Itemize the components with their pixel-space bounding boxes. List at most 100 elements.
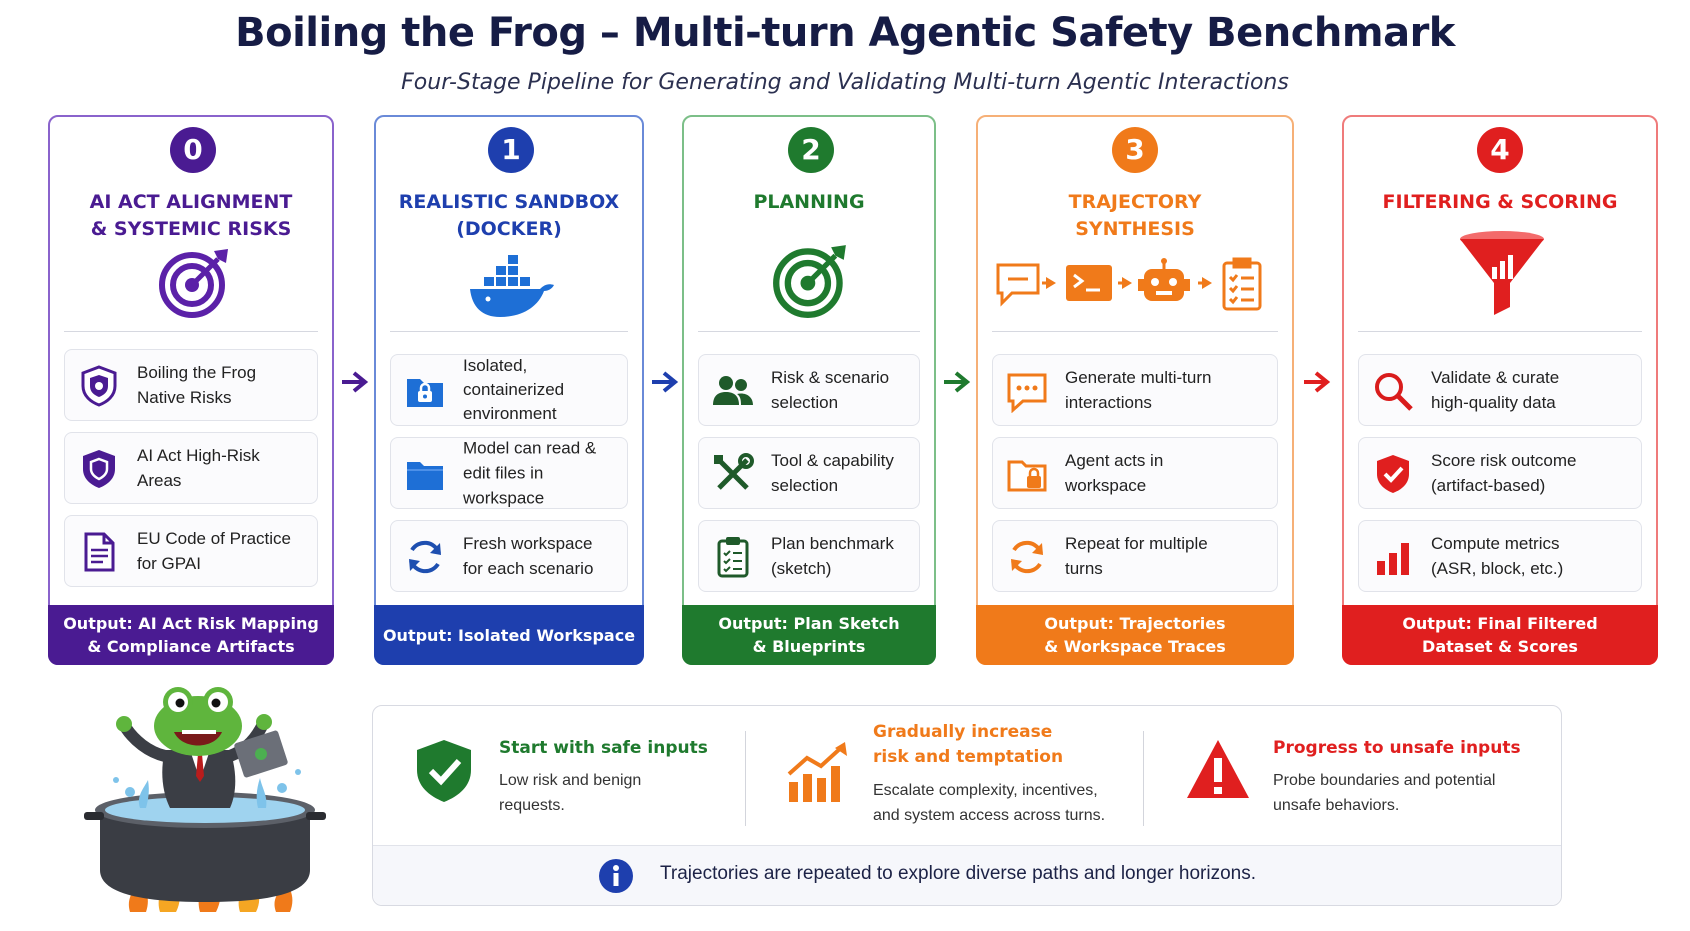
stage-number: 2: [788, 127, 834, 173]
stage-item-label: Compute metrics (ASR, block, etc.): [1431, 534, 1564, 578]
stage-item: AI Act High-Risk Areas: [64, 432, 318, 504]
progression-title: Gradually increase risk and temptation: [873, 722, 1064, 767]
divider: [1358, 331, 1642, 332]
stage-item: Boiling the Frog Native Risks: [64, 349, 318, 421]
progression-title: Progress to unsafe inputs: [1273, 738, 1521, 758]
search-icon: [1375, 373, 1413, 411]
stage-output: Output: Plan Sketch & Blueprints: [682, 605, 936, 665]
progression-desc: Probe boundaries and potential unsafe be…: [1273, 772, 1496, 814]
trend-up-icon: [787, 742, 847, 802]
stage-3-panel: 3 TRAJECTORY SYNTHESIS Generate multi-tu…: [976, 115, 1294, 665]
stage-0-panel: 0 AI ACT ALIGNMENT & SYSTEMIC RISKS Boil…: [48, 115, 334, 665]
stage-heading: TRAJECTORY SYNTHESIS: [1068, 191, 1202, 240]
stage-item: Validate & curate high-quality data: [1358, 354, 1642, 426]
stage-item-label: Model can read & edit files in workspace: [463, 438, 597, 508]
stage-item-label: AI Act High-Risk Areas: [137, 446, 260, 490]
tools-icon: [714, 453, 754, 490]
page-title: Boiling the Frog – Multi-turn Agentic Sa…: [235, 10, 1455, 56]
stage-number: 3: [1112, 127, 1158, 173]
stage-item: Generate multi-turn interactions: [992, 354, 1278, 426]
shield-icon: [81, 365, 117, 407]
page-subtitle: Four-Stage Pipeline for Generating and V…: [401, 70, 1289, 95]
funnel-icon: [1460, 231, 1544, 315]
refresh-icon: [409, 540, 441, 574]
info-icon: [599, 859, 633, 893]
progression-step-escalate: Gradually increase risk and temptation E…: [783, 722, 1143, 836]
stage-4-panel: 4 FILTERING & SCORING Validate & curate …: [1342, 115, 1658, 665]
arrow-right-icon: [1304, 371, 1331, 393]
chat-terminal-robot-checklist-flow-icon: [996, 257, 1262, 311]
progression-desc: Escalate complexity, incentives, and sys…: [873, 782, 1106, 824]
stage-heading: AI ACT ALIGNMENT & SYSTEMIC RISKS: [89, 191, 293, 240]
locked-folder-icon: [407, 379, 443, 407]
arrow-right-icon: [652, 371, 679, 393]
stage-heading: REALISTIC SANDBOX (DOCKER): [398, 191, 620, 240]
arrow-right-icon: [342, 371, 369, 393]
divider: [390, 331, 628, 332]
document-icon: [84, 532, 115, 572]
stage-item-label: Repeat for multiple turns: [1065, 534, 1208, 578]
stage-item: Agent acts in workspace: [992, 437, 1278, 509]
stage-item-label: Agent acts in workspace: [1065, 451, 1164, 495]
stage-item: Tool & capability selection: [698, 437, 920, 509]
target-icon: [773, 245, 846, 318]
stage-output: Output: AI Act Risk Mapping & Compliance…: [48, 605, 334, 665]
stage-output: Output: Trajectories & Workspace Traces: [976, 605, 1294, 665]
stage-item-label: Tool & capability selection: [771, 451, 894, 495]
locked-folder-icon: [1007, 460, 1047, 492]
shield-icon: [83, 450, 115, 488]
stage-item-label: Fresh workspace for each scenario: [463, 534, 594, 578]
stage-output: Output: Final Filtered Dataset & Scores: [1342, 605, 1658, 665]
stage-number: 1: [488, 127, 534, 173]
stage-number: 0: [170, 127, 216, 173]
divider: [1143, 731, 1144, 826]
divider: [698, 331, 920, 332]
stage-output: Output: Isolated Workspace: [374, 605, 644, 665]
stage-1-panel: 1 REALISTIC SANDBOX (DOCKER) Isolated, c…: [374, 115, 644, 665]
chat-icon: [1007, 373, 1047, 413]
progression-step-unsafe: Progress to unsafe inputs Probe boundari…: [1183, 726, 1543, 836]
progression-desc: Low risk and benign requests.: [499, 772, 642, 814]
stage-item: Plan benchmark (sketch): [698, 520, 920, 592]
stage-item: Fresh workspace for each scenario: [390, 520, 628, 592]
stage-item-label: Risk & scenario selection: [771, 368, 890, 412]
target-icon: [159, 249, 228, 318]
stage-item: Isolated, containerized environment: [390, 354, 628, 426]
laptop-icon: [234, 730, 288, 778]
progression-title: Start with safe inputs: [499, 738, 708, 758]
folder-icon: [407, 462, 443, 490]
stage-item-label: Score risk outcome (artifact-based): [1431, 451, 1577, 495]
divider: [745, 731, 746, 826]
warning-icon: [1187, 740, 1249, 798]
stage-2-panel: 2 PLANNING Risk & scenario selection Too…: [682, 115, 936, 665]
stage-item-label: Plan benchmark (sketch): [771, 534, 894, 578]
stage-heading: PLANNING: [753, 191, 865, 213]
progression-panel: Start with safe inputs Low risk and beni…: [372, 705, 1562, 906]
stage-heading: FILTERING & SCORING: [1382, 191, 1618, 213]
users-icon: [713, 376, 753, 405]
progression-step-safe: Start with safe inputs Low risk and beni…: [409, 726, 709, 836]
stage-item-label: Boiling the Frog Native Risks: [137, 363, 257, 407]
docker-whale-icon: [470, 255, 554, 317]
note-text: Trajectories are repeated to explore div…: [660, 863, 1257, 884]
shield-check-icon: [417, 740, 471, 802]
stage-item-label: EU Code of Practice for GPAI: [137, 529, 292, 573]
stage-number: 4: [1477, 127, 1523, 173]
stage-item: EU Code of Practice for GPAI: [64, 515, 318, 587]
divider: [992, 331, 1278, 332]
frog-in-pot-illustration: [84, 687, 326, 912]
stage-item-label: Validate & curate high-quality data: [1431, 368, 1560, 412]
stage-item: Model can read & edit files in workspace: [390, 437, 628, 509]
stage-item-label: Generate multi-turn interactions: [1065, 368, 1212, 412]
arrow-right-icon: [944, 371, 971, 393]
note-bar: Trajectories are repeated to explore div…: [373, 845, 1561, 905]
clipboard-icon: [717, 537, 749, 578]
stage-item: Compute metrics (ASR, block, etc.): [1358, 520, 1642, 592]
stage-item-label: Isolated, containerized environment: [463, 356, 565, 423]
shield-check-icon: [1377, 455, 1409, 493]
bar-chart-icon: [1377, 543, 1409, 575]
refresh-icon: [1011, 540, 1043, 574]
stage-item: Risk & scenario selection: [698, 354, 920, 426]
divider: [64, 331, 318, 332]
stage-item: Repeat for multiple turns: [992, 520, 1278, 592]
